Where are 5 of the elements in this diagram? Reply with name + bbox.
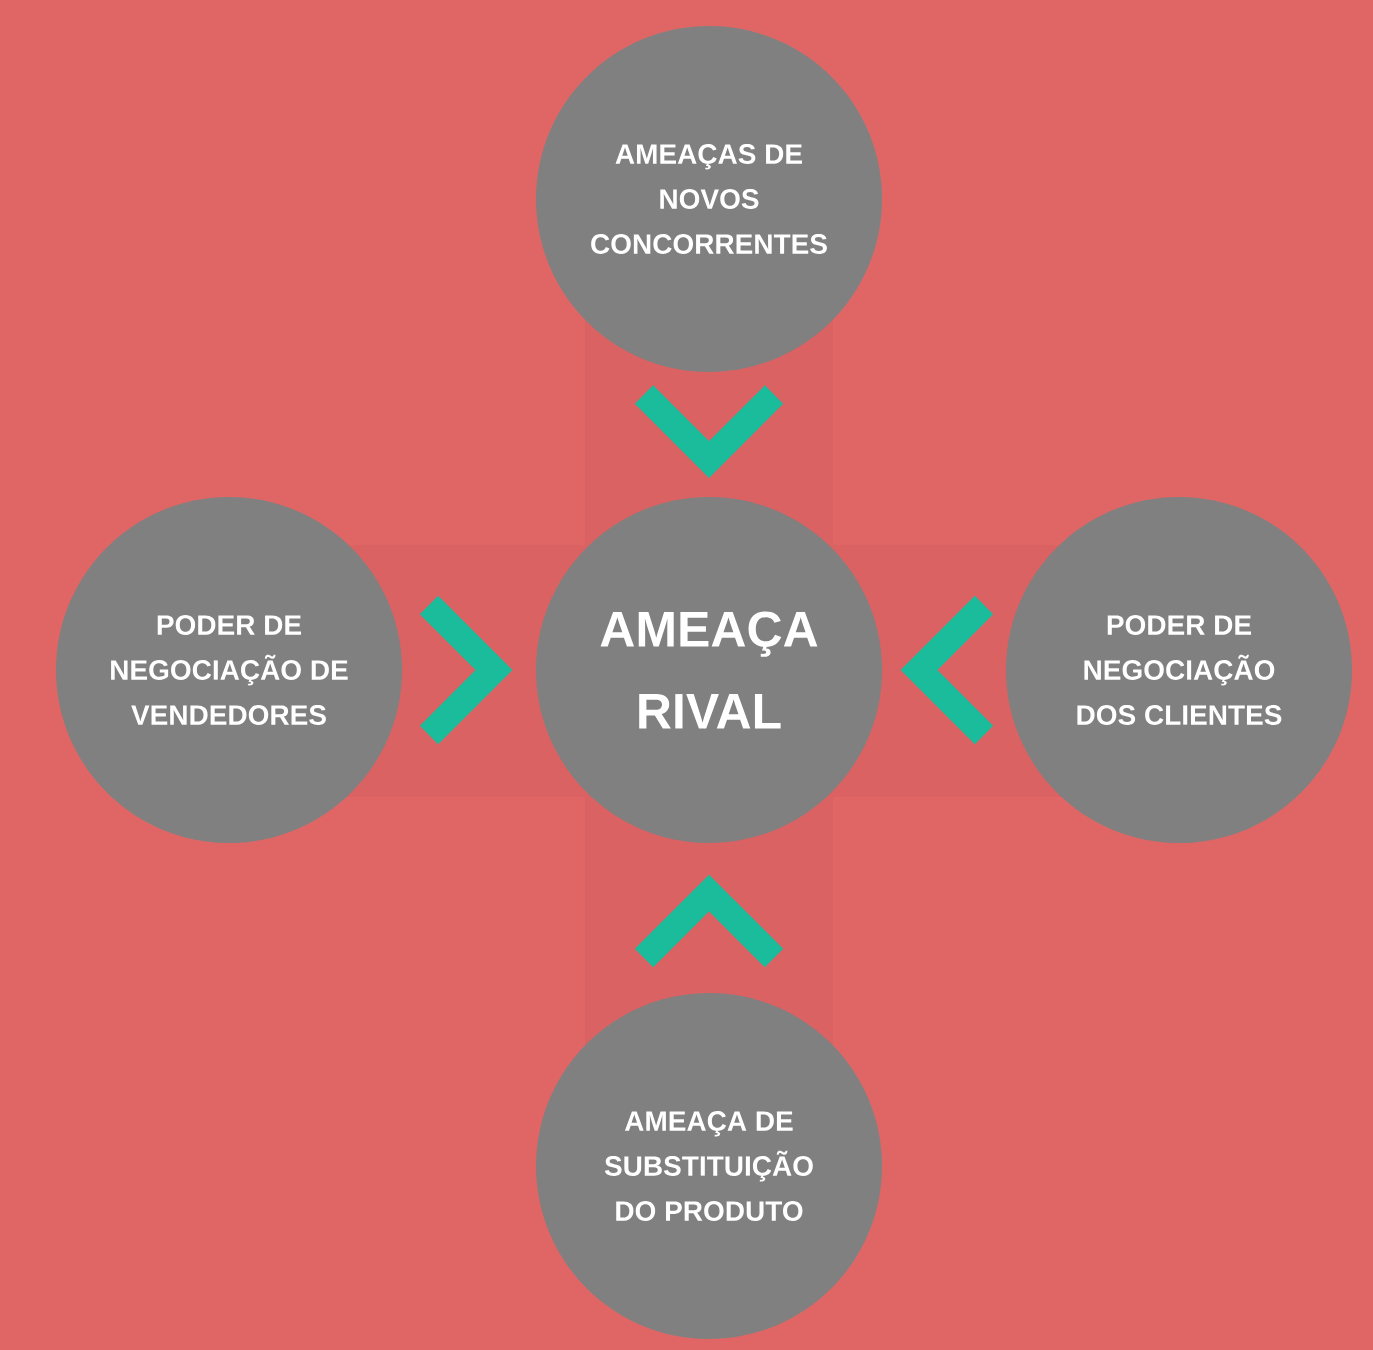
node-label: PODER DE NEGOCIAÇÃO DE VENDEDORES — [111, 615, 348, 725]
node-label: AMEAÇAS DE NOVOS CONCORRENTES — [591, 144, 827, 254]
node-label: AMEAÇA DE SUBSTITUIÇÃO DO PRODUTO — [604, 1111, 813, 1221]
node-label: AMEAÇA RIVAL — [600, 611, 818, 729]
node-label: PODER DE NEGOCIAÇÃO DOS CLIENTES — [1077, 615, 1282, 725]
